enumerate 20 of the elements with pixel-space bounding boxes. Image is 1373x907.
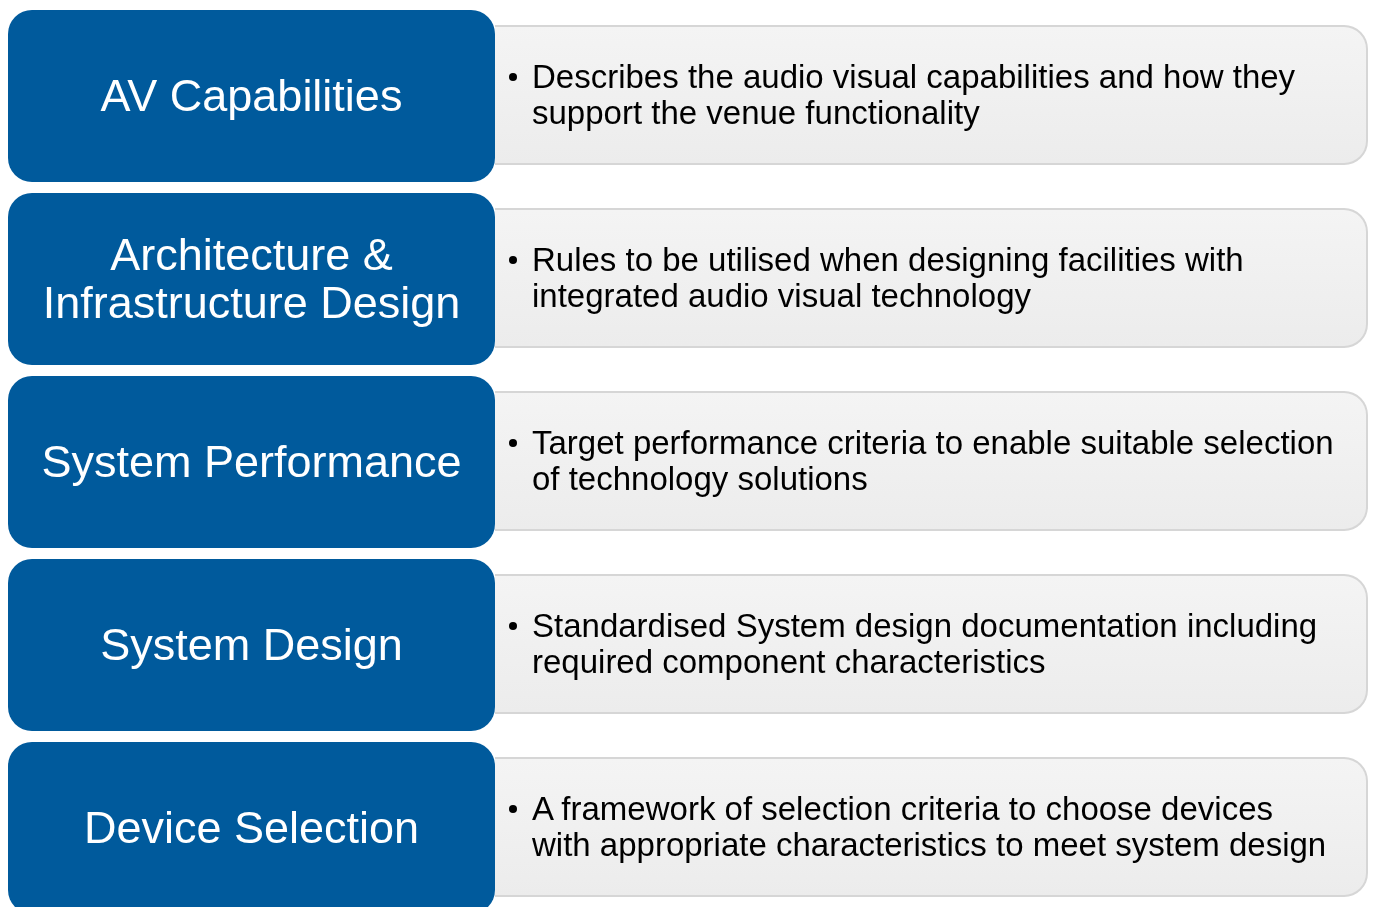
description-box [495,208,1368,348]
category-title: System Design [100,621,403,669]
category-title: Device Selection [83,804,420,852]
category-title: AV Capabilities [100,72,403,120]
category-box [8,193,495,365]
description-text: Target performance criteria to enable suitable selection of technology solutions [532,425,1335,497]
description-box [495,391,1368,531]
category-box [8,376,495,548]
description-text: Rules to be utilised when designing facilities with integrated audio visual technology [532,242,1245,314]
description-text: Describes the audio visual capabilities and how they support the venue functionality [532,59,1297,131]
description-text: A framework of selection criteria to choose devices with appropriate characteristics to meet system design [532,791,1328,863]
category-title: System Performance [41,438,462,486]
category-box [8,10,495,182]
description-text: Standardised System design documentation including required component characteristics [532,608,1319,680]
category-title: Architecture & Infrastructure Design [41,231,462,327]
description-box [495,574,1368,714]
description-box [495,25,1368,165]
category-box [8,742,495,907]
description-box [495,757,1368,897]
category-box [8,559,495,731]
